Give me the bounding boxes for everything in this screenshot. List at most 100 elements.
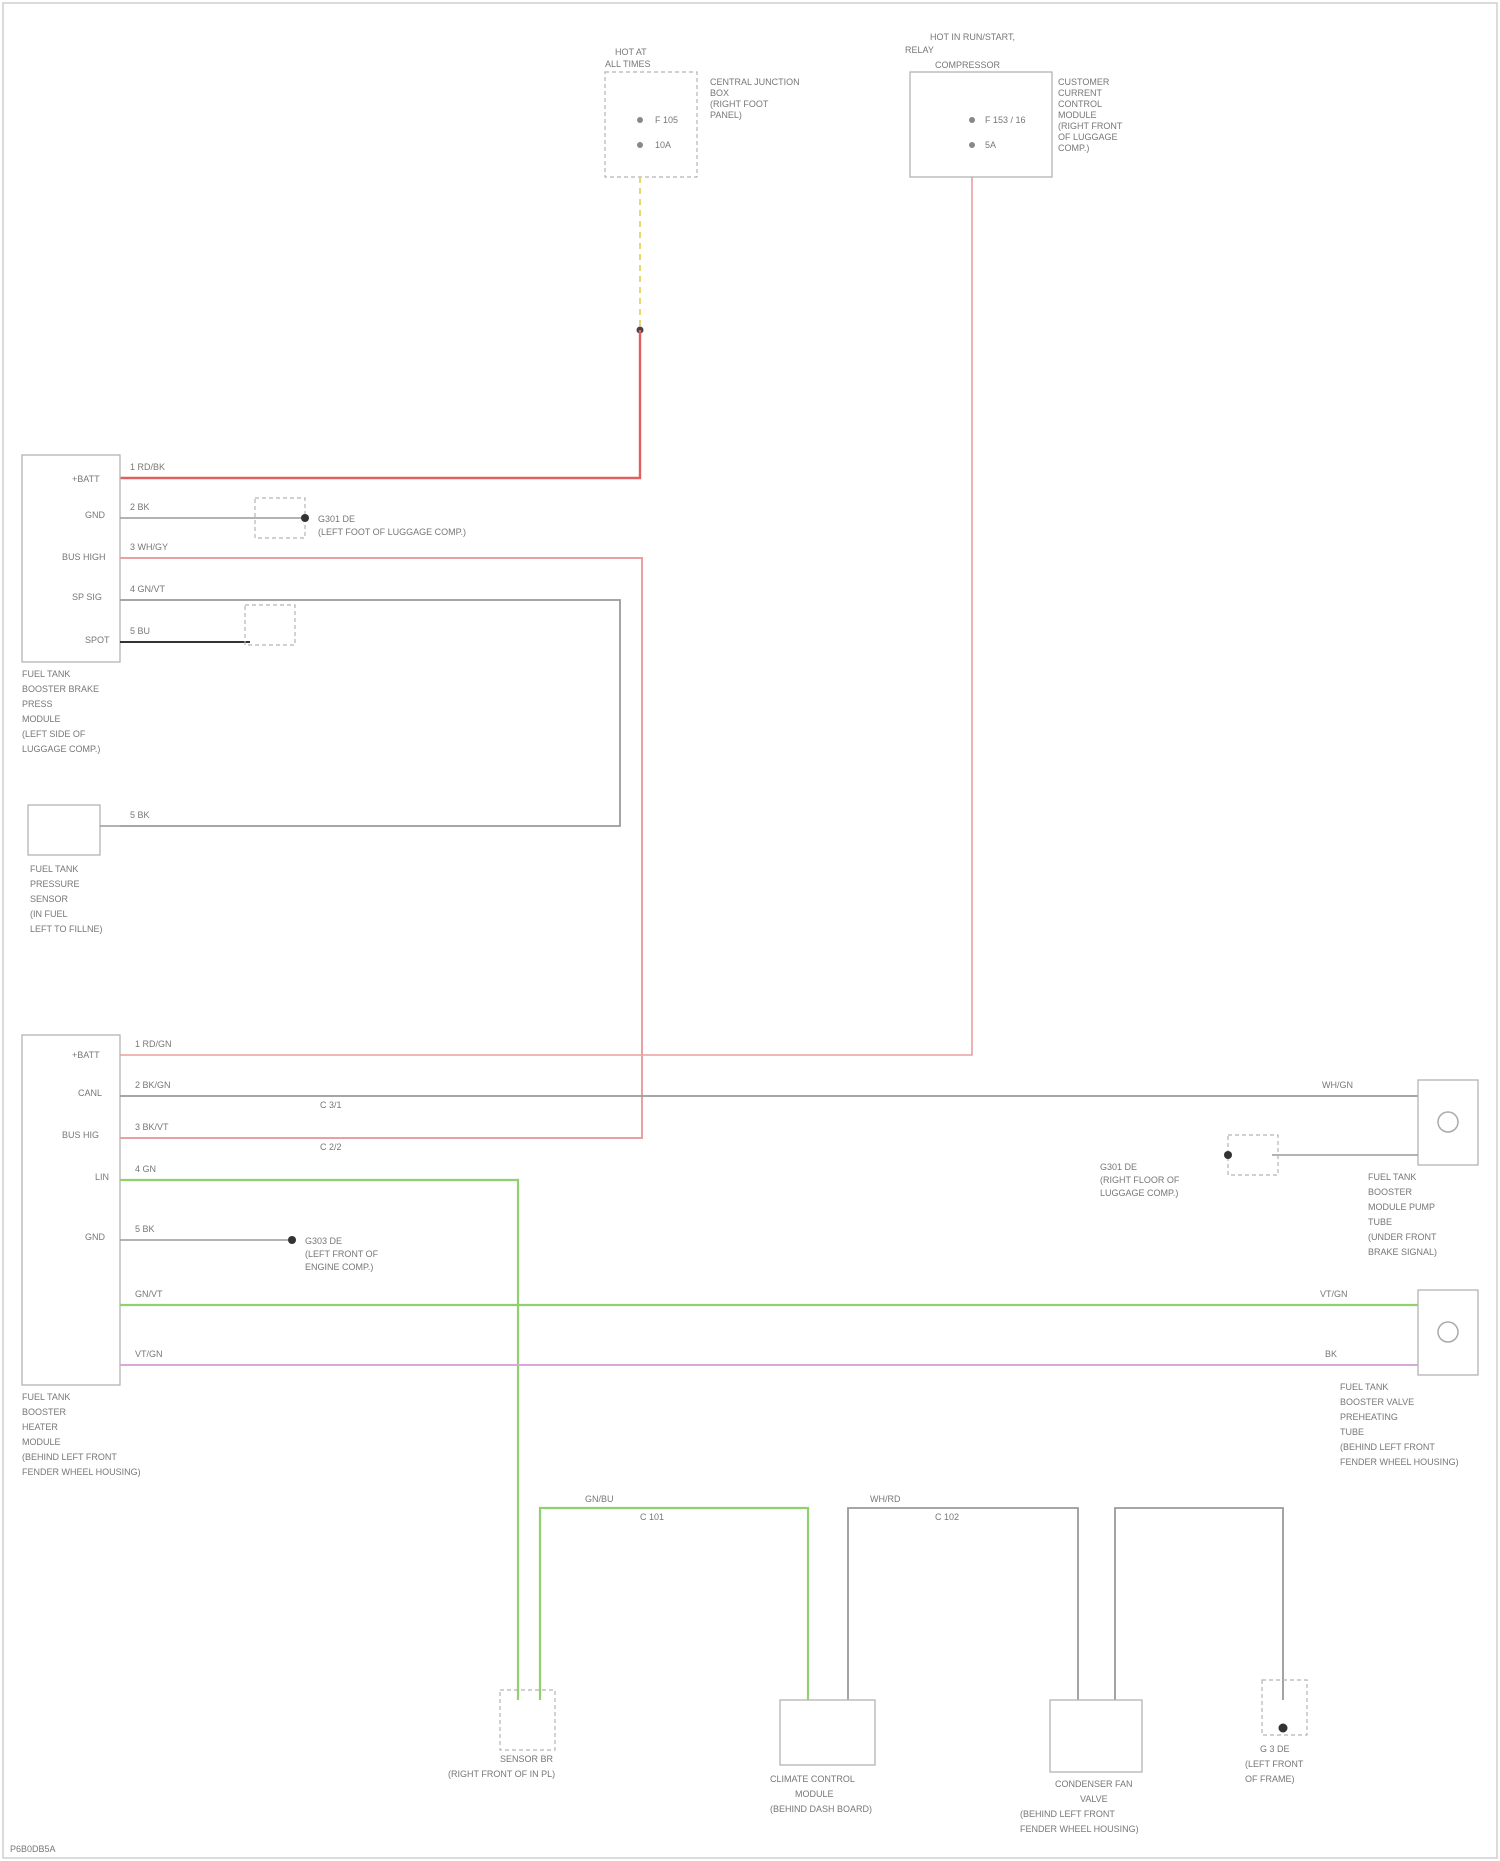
heater-pin-1: +BATT (72, 1050, 100, 1060)
bottom-comp-2-line-3: (BEHIND DASH BOARD) (770, 1804, 872, 1814)
ground3-point (1224, 1151, 1232, 1159)
fuse-a-terminal-2 (637, 142, 643, 148)
booster-top-line-4: TUBE (1368, 1217, 1392, 1227)
fuse-b-desc-1: CUSTOMER (1058, 77, 1110, 87)
wire-label-r3: BK (1325, 1349, 1337, 1359)
ground1-line-2: (LEFT FOOT OF LUGGAGE COMP.) (318, 527, 466, 537)
fuel-sensor-line-3: SENSOR (30, 894, 69, 904)
bottom-comp-1-line-1: SENSOR BR (500, 1754, 554, 1764)
bottom-comp-4-line-2: (LEFT FRONT (1245, 1759, 1304, 1769)
fuse-b-relay: COMPRESSOR (935, 60, 1001, 70)
fuse-b-title-1: HOT IN RUN/START, (930, 32, 1015, 42)
booster-top-symbol (1438, 1112, 1458, 1132)
booster-bottom-line-6: FENDER WHEEL HOUSING) (1340, 1457, 1459, 1467)
fuse-a-title-2: ALL TIMES (605, 59, 651, 69)
fuse-a-desc-3: (RIGHT FOOT (710, 99, 769, 109)
pump-pin-4: SP SIG (72, 592, 102, 602)
fuse-b-desc-5: (RIGHT FRONT (1058, 121, 1123, 131)
heater-pin-2: CANL (78, 1088, 102, 1098)
bottom-comp-2-line-2: MODULE (795, 1789, 834, 1799)
wire-label-w4: 4 GN/VT (130, 584, 166, 594)
connector-c4: C 102 (935, 1512, 959, 1522)
fuel-sensor-line-2: PRESSURE (30, 879, 80, 889)
fuse-b-desc-2: CURRENT (1058, 88, 1103, 98)
bottom-comp-1-line-2: (RIGHT FRONT OF IN PL) (448, 1769, 555, 1779)
wire-label-h3: 3 BK/VT (135, 1122, 169, 1132)
wire-label-r1: WH/GN (1322, 1080, 1353, 1090)
fuse-b-box (910, 72, 1052, 177)
pump-line-3: PRESS (22, 699, 53, 709)
connector-c1: C 3/1 (320, 1100, 342, 1110)
ground2-line-1: G303 DE (305, 1236, 342, 1246)
pump-line-1: FUEL TANK (22, 669, 70, 679)
connector-c2: C 2/2 (320, 1142, 342, 1152)
heater-line-5: (BEHIND LEFT FRONT (22, 1452, 117, 1462)
wire-label-b1: GN/BU (585, 1494, 614, 1504)
pump-line-6: LUGGAGE COMP.) (22, 744, 100, 754)
fuse-b-block: HOT IN RUN/START, RELAY COMPRESSOR CUSTO… (905, 32, 1123, 177)
fuse-b-desc-7: COMP.) (1058, 143, 1089, 153)
ground4-point (1279, 1724, 1288, 1733)
fuse-b-terminal-2 (969, 142, 975, 148)
wire-label-v1: VT/GN (135, 1349, 163, 1359)
heater-line-2: BOOSTER (22, 1407, 67, 1417)
booster-top-label: FUEL TANK BOOSTER MODULE PUMP TUBE (UNDE… (1368, 1172, 1437, 1257)
booster-bottom-line-1: FUEL TANK (1340, 1382, 1388, 1392)
pump-pin-3: BUS HIGH (62, 552, 106, 562)
wire-label-b2: WH/RD (870, 1494, 901, 1504)
heater-line-4: MODULE (22, 1437, 61, 1447)
fuse-a-block: HOT AT ALL TIMES CENTRAL JUNCTION BOX (R… (605, 47, 800, 177)
fuse-a-amp: 10A (655, 140, 671, 150)
pump-module-pins: +BATT GND BUS HIGH SP SIG SPOT (62, 474, 110, 645)
fuse-b-title-2: RELAY (905, 45, 934, 55)
bottom-gray-loop-2 (1115, 1508, 1283, 1700)
fuse-a-fuse-label: F 105 (655, 115, 678, 125)
booster-top-line-6: BRAKE SIGNAL) (1368, 1247, 1437, 1257)
fuel-sensor-box (28, 805, 100, 855)
pump-line-2: BOOSTER BRAKE (22, 684, 99, 694)
heater-line-1: FUEL TANK (22, 1392, 70, 1402)
ground2-line-2: (LEFT FRONT OF (305, 1249, 379, 1259)
fuse-b-desc-6: OF LUGGAGE (1058, 132, 1118, 142)
fuse-a-box (605, 72, 697, 177)
power-red-wire (120, 330, 640, 478)
wire-label-h1: 1 RD/GN (135, 1039, 172, 1049)
condenser-valve-box (1050, 1700, 1142, 1772)
ground3-line-3: LUGGAGE COMP.) (1100, 1188, 1178, 1198)
bottom-comp-3-line-3: (BEHIND LEFT FRONT (1020, 1809, 1115, 1819)
booster-bottom-line-2: BOOSTER VALVE (1340, 1397, 1414, 1407)
fuse-a-desc-4: PANEL) (710, 110, 742, 120)
climate-module-box (780, 1700, 875, 1765)
fuel-sensor-line-5: LEFT TO FILLNE) (30, 924, 103, 934)
booster-top-line-1: FUEL TANK (1368, 1172, 1416, 1182)
wire-label-h2: 2 BK/GN (135, 1080, 171, 1090)
wire-label-w5: 5 BU (130, 626, 150, 636)
bottom-comp-3-line-2: VALVE (1080, 1794, 1108, 1804)
wire-label-w3: 3 WH/GY (130, 542, 168, 552)
wire-label-h4: 4 GN (135, 1164, 156, 1174)
pump-module-label: FUEL TANK BOOSTER BRAKE PRESS MODULE (LE… (22, 669, 100, 754)
booster-bottom-label: FUEL TANK BOOSTER VALVE PREHEATING TUBE … (1340, 1382, 1459, 1467)
wire-label-w6: 5 BK (130, 810, 150, 820)
ground1-point (301, 514, 309, 522)
pump-line-4: MODULE (22, 714, 61, 724)
wire-label-h5: 5 BK (135, 1224, 155, 1234)
bottom-comp-2-line-1: CLIMATE CONTROL (770, 1774, 855, 1784)
booster-bottom-line-3: PREHEATING (1340, 1412, 1398, 1422)
heater-module-pins: +BATT CANL BUS HIG LIN GND (62, 1050, 109, 1242)
ground3-line-2: (RIGHT FLOOR OF (1100, 1175, 1180, 1185)
sp-sig-gray-wire (120, 600, 620, 826)
booster-bottom-symbol (1438, 1322, 1458, 1342)
heater-pin-4: LIN (95, 1172, 109, 1182)
fuse-a-terminal (637, 117, 643, 123)
pump-pin-5: SPOT (85, 635, 110, 645)
sensor-br-box (500, 1690, 555, 1750)
fuse-b-terminal (969, 117, 975, 123)
wire-label-r2: VT/GN (1320, 1289, 1348, 1299)
pump-pin-2: GND (85, 510, 106, 520)
spot-connector-box (245, 605, 295, 645)
booster-top-line-2: BOOSTER (1368, 1187, 1413, 1197)
bottom-comp-4-line-1: G 3 DE (1260, 1744, 1290, 1754)
fuel-sensor-line-1: FUEL TANK (30, 864, 78, 874)
